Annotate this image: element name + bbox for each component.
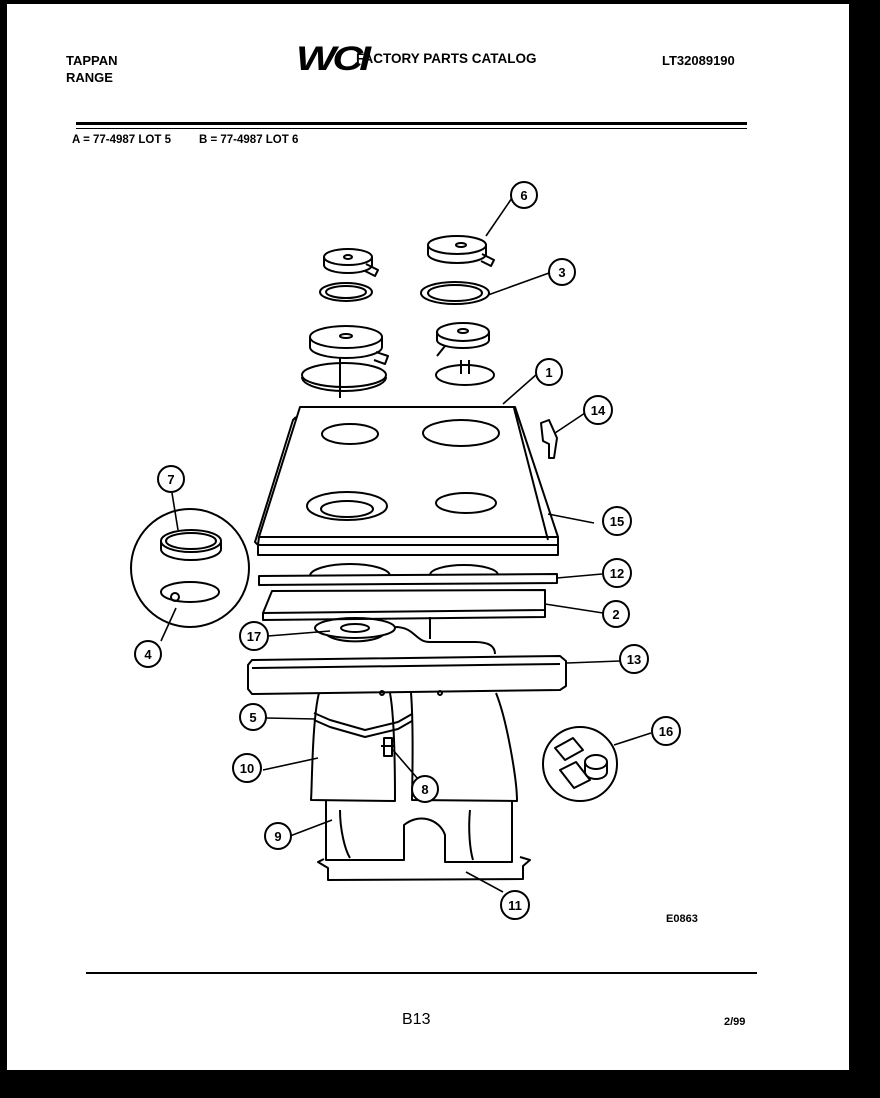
callout-3: 3 [548,258,576,286]
drawing-code: E0863 [666,913,698,925]
callout-8: 8 [411,775,439,803]
callout-label-7: 7 [167,472,174,487]
lot-b-label: B = 77-4987 LOT 6 [198,134,299,146]
callout-15: 15 [602,506,632,536]
callout-5: 5 [239,703,267,731]
callout-6: 6 [510,181,538,209]
leader-lines [160,197,652,893]
gasket-strip [258,563,558,586]
callout-17: 17 [239,621,269,651]
ring-detail-circle [130,508,250,628]
callout-label-17: 17 [247,629,261,644]
catalog-title: FACTORY PARTS CATALOG [356,51,537,66]
callout-4: 4 [134,640,162,668]
callout-label-14: 14 [591,403,606,418]
callout-label-3: 3 [558,265,565,280]
literature-kit-circle [542,726,618,802]
callout-10: 10 [232,753,262,783]
callout-label-2: 2 [612,607,619,622]
lot-legend: A = 77-4987 LOT 5 B = 77-4987 LOT 6 [72,134,298,146]
callout-group: 1 2 3 4 5 6 7 8 9 10 11 12 13 14 15 16 1… [134,181,681,920]
callout-11: 11 [500,890,530,920]
callout-label-4: 4 [144,647,152,662]
callout-label-5: 5 [249,710,256,725]
burner-base [314,617,496,655]
callout-label-11: 11 [508,898,522,913]
callout-label-15: 15 [610,514,624,529]
burner-head-front-left [301,325,389,398]
lot-a-label: A = 77-4987 LOT 5 [72,134,171,146]
callout-label-13: 13 [627,652,641,667]
callout-7: 7 [157,465,185,493]
side-trim-piece [540,419,558,459]
callout-12: 12 [602,558,632,588]
burner-box-pan [262,589,546,621]
revision-date: 2/99 [724,1016,746,1028]
callout-label-1: 1 [545,365,552,380]
callout-9: 9 [264,822,292,850]
callout-label-8: 8 [421,782,428,797]
tube-bracket [313,712,413,738]
wci-logo: WCI [296,40,371,78]
callout-13: 13 [619,644,649,674]
callout-label-12: 12 [610,566,624,581]
callout-14: 14 [583,395,613,425]
header-rule-thick [76,122,747,125]
manifold-panel [247,655,567,695]
callout-label-6: 6 [520,188,527,203]
brand-line-1: TAPPAN [66,53,118,68]
callout-16: 16 [651,716,681,746]
cooktop-panel [254,406,559,556]
footer-rule [86,972,757,974]
page-number: B13 [402,1011,431,1028]
burner-support-bracket [317,856,531,881]
burner-head-front-right [435,322,495,386]
orifice-fitting [381,737,395,757]
catalog-number: LT32089190 [662,53,735,68]
callout-1: 1 [535,358,563,386]
callout-2: 2 [602,600,630,628]
callout-label-16: 16 [659,724,673,739]
callout-label-9: 9 [274,829,281,844]
brand-line-2: RANGE [66,70,113,85]
callout-label-10: 10 [240,761,254,776]
burner-tubes [310,690,518,863]
header-rule-thin [76,128,747,129]
burner-cap-rear-right [420,235,495,305]
burner-cap-rear-left [319,248,379,302]
brand-label: TAPPAN RANGE [66,52,118,86]
